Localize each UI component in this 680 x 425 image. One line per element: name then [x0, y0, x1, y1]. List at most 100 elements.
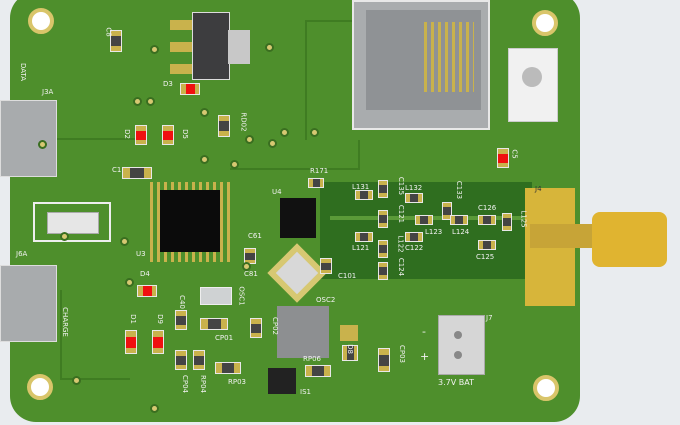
component-l122	[378, 240, 388, 258]
charger-ic-is1	[268, 368, 296, 394]
led-d4	[137, 285, 157, 297]
c40-label: C40	[177, 295, 186, 309]
component-c124	[378, 262, 388, 280]
c8-label: C8	[104, 27, 113, 37]
trace	[305, 20, 355, 140]
is1-label: IS1	[300, 388, 311, 396]
l125-label: L125	[519, 210, 528, 228]
via	[245, 135, 254, 144]
l121-label: L121	[352, 244, 370, 252]
component-cp01	[200, 318, 228, 330]
l124-label: L124	[452, 228, 470, 236]
usb-data-label: DATA	[19, 62, 28, 82]
u3-label: U3	[136, 250, 146, 258]
j4-label: J4	[535, 185, 542, 193]
sd-card-slot[interactable]	[352, 0, 490, 130]
led-d5	[162, 125, 174, 145]
c133-label: C133	[455, 180, 464, 200]
via	[268, 139, 277, 148]
via	[242, 262, 251, 271]
component-d8	[342, 345, 358, 361]
trace	[60, 290, 130, 380]
c125-label: C125	[476, 253, 495, 261]
c5-label: C5	[510, 149, 519, 159]
c135-label: C135	[397, 176, 406, 196]
cp03-label: CP03	[398, 344, 407, 364]
usb-data-port[interactable]	[0, 100, 57, 177]
d9-label: D9	[155, 314, 164, 324]
trace	[230, 140, 360, 170]
component-c8	[110, 30, 122, 52]
battery-minus-label: -	[422, 325, 426, 338]
d4-label: D4	[140, 270, 150, 278]
mounting-hole	[532, 10, 558, 36]
cp01-label: CP01	[215, 334, 234, 342]
component-l132	[405, 193, 423, 203]
via	[146, 97, 155, 106]
oscillator-osc1	[200, 287, 232, 305]
component-c133	[442, 202, 452, 220]
mounting-hole	[27, 374, 53, 400]
rf-chip-u4	[280, 198, 316, 238]
cp02-label: CP02	[271, 316, 280, 336]
component-cp02	[250, 318, 262, 338]
d2-label: D2	[122, 129, 131, 139]
c124-label: C124	[397, 257, 406, 277]
led-d1	[125, 330, 137, 354]
battery-plus-label: +	[420, 350, 430, 363]
sma-connector[interactable]	[592, 212, 667, 267]
led-c5	[497, 148, 509, 168]
l132-label: L132	[405, 184, 423, 192]
c122-label: C122	[405, 244, 424, 252]
component-c1	[122, 167, 152, 179]
rp04-label: RP04	[199, 375, 207, 393]
d3-label: D3	[163, 80, 173, 88]
via	[133, 97, 142, 106]
component-c135	[378, 180, 388, 198]
d1-label: D1	[128, 314, 137, 324]
l131-label: L131	[352, 183, 370, 191]
l122-label: L122	[396, 235, 405, 253]
power-switch[interactable]	[508, 48, 558, 122]
component-c121	[378, 210, 388, 228]
led-d3	[180, 83, 200, 95]
push-button[interactable]	[33, 202, 111, 242]
rd02-label: RD02	[239, 112, 248, 132]
led-d2	[135, 125, 147, 145]
component-rp06	[305, 365, 331, 377]
component-c40	[175, 310, 187, 330]
mounting-hole	[533, 375, 559, 401]
via	[265, 43, 274, 52]
power-inductor	[277, 306, 329, 358]
via	[200, 155, 209, 164]
mounting-hole	[28, 8, 54, 34]
c121-label: C121	[397, 204, 406, 224]
usb-charge-ref: J6A	[16, 250, 28, 258]
usb-charge-port[interactable]	[0, 265, 57, 342]
via	[200, 108, 209, 117]
via	[280, 128, 289, 137]
component-l125	[502, 213, 512, 231]
component-c101	[320, 258, 332, 274]
battery-connector[interactable]	[438, 315, 485, 375]
voltage-regulator	[192, 12, 230, 80]
via	[38, 140, 47, 149]
component-c125	[478, 240, 496, 250]
component-l121	[355, 232, 373, 242]
component-r171	[308, 178, 324, 188]
d5-label: D5	[180, 129, 189, 139]
usb-data-ref: J3A	[42, 88, 54, 96]
component-c122	[405, 232, 423, 242]
component-l123	[415, 215, 433, 225]
component-c126	[478, 215, 496, 225]
j7-label: J7	[486, 314, 493, 322]
led-d9	[152, 330, 164, 354]
via	[125, 278, 134, 287]
usb-charge-label: CHARGE	[60, 307, 69, 337]
c61-label: C61	[248, 232, 262, 240]
component-cp03	[378, 348, 390, 372]
component-l131	[355, 190, 373, 200]
cp04-label: CP04	[181, 374, 190, 394]
mcu-chip	[160, 190, 220, 252]
rp06-label: RP06	[303, 355, 321, 363]
